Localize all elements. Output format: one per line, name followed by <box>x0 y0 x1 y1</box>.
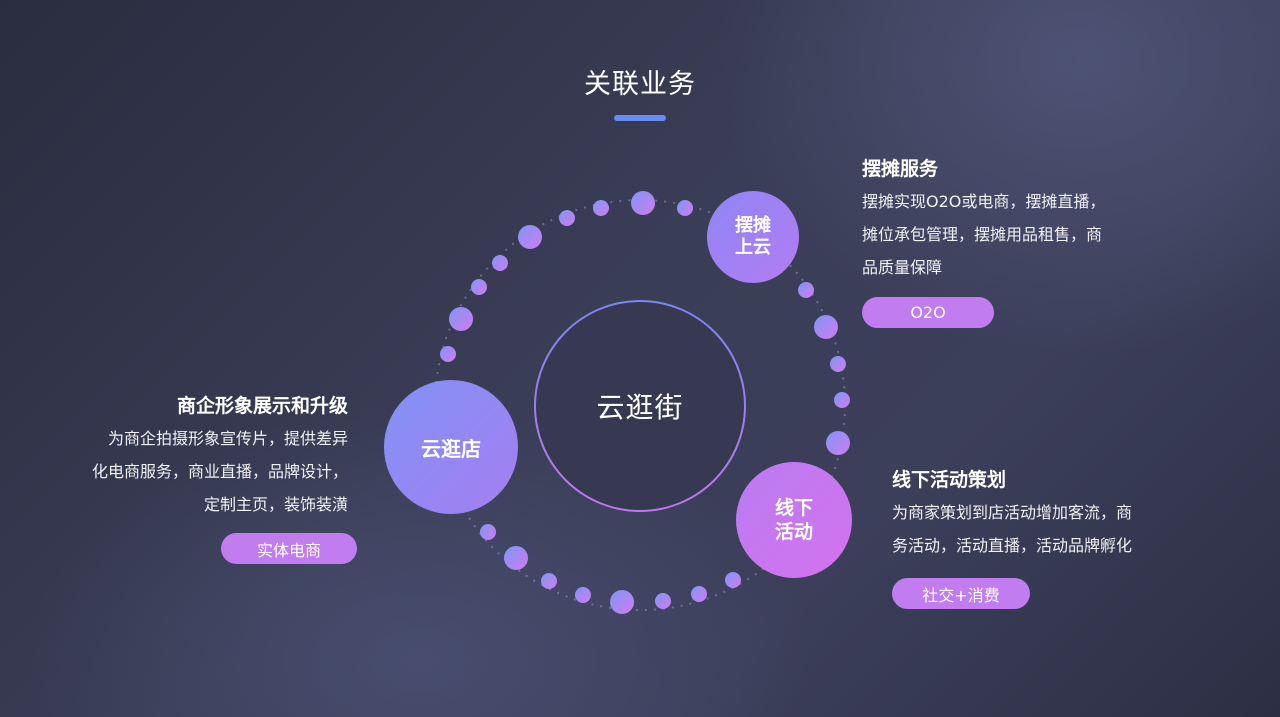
description-line: 定制主页，装饰装潢 <box>203 495 348 514</box>
node-cloud-store: 云逛店 <box>384 380 518 514</box>
offline-event-description: 为商家策划到店活动增加客流，商 务活动，活动直播，活动品牌孵化 <box>892 496 1132 562</box>
node-offline-event-line1: 线下 <box>774 497 813 519</box>
orbit-dot <box>492 255 508 271</box>
description-line: 为商家策划到店活动增加客流，商 <box>892 503 1133 522</box>
orbit-dot <box>725 572 741 588</box>
orbit-dot <box>449 307 473 331</box>
page-title: 关联业务 <box>584 69 696 100</box>
orbit-dot <box>593 200 609 216</box>
orbit-dot <box>798 282 814 298</box>
node-offline-event: 线下 活动 <box>736 462 852 578</box>
orbit-dot <box>610 590 634 614</box>
brand-image-heading: 商企形象展示和升级 <box>176 395 348 417</box>
description-line: 化电商服务，商业直播，品牌设计， <box>91 462 348 481</box>
orbit-dot <box>834 392 850 408</box>
orbit-dot <box>655 593 671 609</box>
description-line: 摊位承包管理，摆摊用品租售，商 <box>862 225 1103 244</box>
brand-image-description: 为商企拍摄形象宣传片，提供差异 化电商服务，商业直播，品牌设计， 定制主页，装饰… <box>40 422 348 521</box>
description-line: 摆摊实现O2O或电商，摆摊直播， <box>862 192 1106 211</box>
orbit-dot <box>814 315 838 339</box>
orbit-dot <box>830 356 846 372</box>
orbit-dot <box>504 546 528 570</box>
stall-service-heading: 摆摊服务 <box>862 158 939 180</box>
orbit-dot <box>471 279 487 295</box>
orbit-dot <box>440 346 456 362</box>
stall-service-tag: O2O <box>862 297 994 328</box>
center-circle: 云逛街 <box>534 300 746 512</box>
description-line: 务活动，活动直播，活动品牌孵化 <box>892 536 1133 555</box>
offline-event-heading: 线下活动策划 <box>892 469 1007 491</box>
orbit-dots <box>440 191 850 614</box>
orbit-dot <box>575 587 591 603</box>
description-line: 品质量保障 <box>862 258 943 277</box>
center-label: 云逛街 <box>596 391 684 424</box>
node-stall-cloud: 摆摊 上云 <box>707 191 799 283</box>
orbit-dot <box>691 586 707 602</box>
brand-image-tag: 实体电商 <box>221 533 357 564</box>
orbit-dot <box>480 524 496 540</box>
orbit-dot <box>826 431 850 455</box>
offline-event-tag: 社交+消费 <box>892 578 1030 609</box>
orbit-dot <box>677 200 693 216</box>
node-cloud-store-label: 云逛店 <box>421 436 481 461</box>
orbit-dot <box>541 573 557 589</box>
title-underline <box>614 115 666 121</box>
orbit-dot <box>559 210 575 226</box>
stall-service-description: 摆摊实现O2O或电商，摆摊直播， 摊位承包管理，摆摊用品租售，商 品质量保障 <box>862 185 1105 284</box>
orbit-dot <box>518 225 542 249</box>
node-stall-cloud-line1: 摆摊 <box>735 215 771 236</box>
node-offline-event-line2: 活动 <box>774 521 813 543</box>
node-stall-cloud-line2: 上云 <box>735 237 771 258</box>
orbit-dot <box>631 191 655 215</box>
description-line: 为商企拍摄形象宣传片，提供差异 <box>107 429 348 448</box>
